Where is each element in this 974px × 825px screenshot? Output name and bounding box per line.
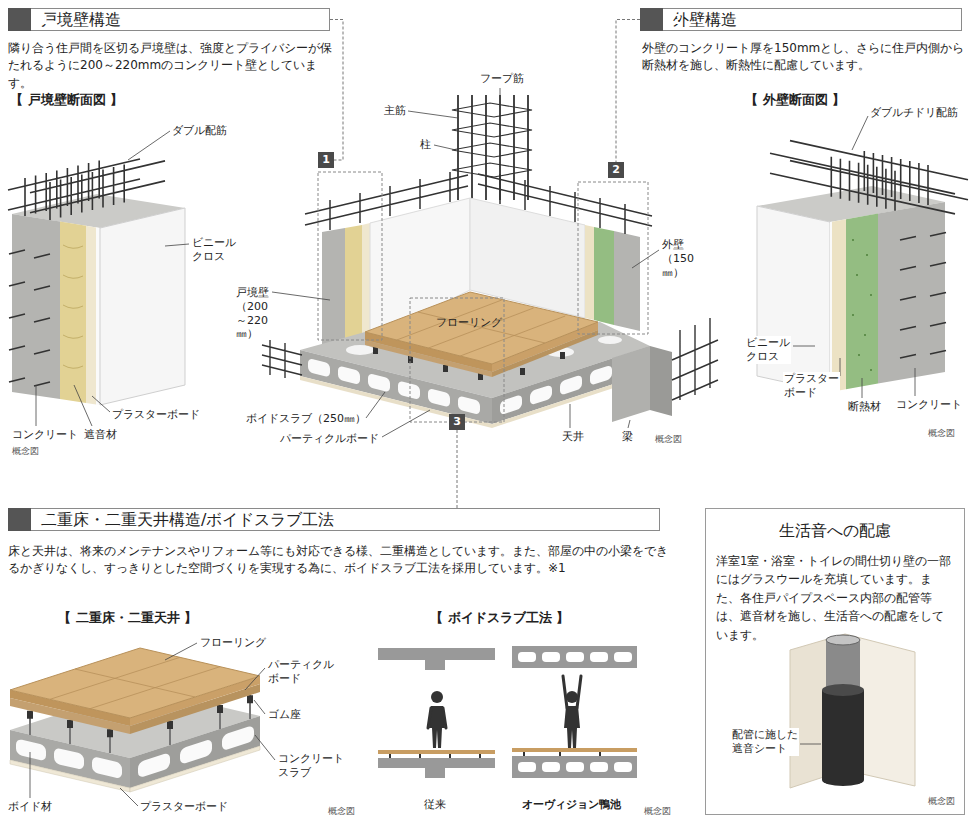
dashed-connector [457,430,458,508]
part-label: 断熱材 [848,400,881,414]
body-text: 床と天井は、将来のメンテナンスやリフォーム等にも対応できる様、二重構造としていま… [8,543,668,578]
section-number: 2 [640,8,663,31]
pipe-figure [790,634,915,788]
callout-number: 3 [449,414,465,430]
section-number-text: 2 [640,8,688,31]
part-label: プラスター ボード [783,372,840,400]
part-label: プラスターボード [112,408,200,422]
part-label: 天井 [562,430,584,444]
concept-note: 概念図 [928,796,955,807]
part-label: フローリング [436,316,502,330]
part-label: ゴム座 [268,708,301,722]
panel-body: 洋室1室・浴室・トイレの間仕切り壁の一部にはグラスウールを充填しています。また、… [716,552,954,644]
section-header: 戸境壁構造1 [8,8,330,31]
section-number-text: 3 [8,508,56,531]
dashed-connector [330,20,343,161]
section-header: 外壁構造2 [640,8,962,31]
part-label: 柱 [420,138,431,152]
callout-number: 2 [608,162,624,178]
body-text: 外壁のコンクリート厚を150mmとし、さらに住戸内側から断熱材を施し、断熱性に配… [642,40,968,75]
section-number-text: 1 [8,8,56,31]
part-label: ダブル配筋 [172,124,227,138]
figure-title: 【 ボイドスラブ工法 】 [430,610,569,626]
part-label: コンクリート スラブ [278,752,344,780]
part-label: ボイド材 [8,800,52,814]
concept-note: 概念図 [644,806,671,817]
callout-box: 3 [449,414,465,430]
party-wall-figure [8,131,189,426]
part-label: フープ筋 [480,72,524,86]
dimension-label: 外壁 （150㎜） [662,238,694,279]
part-label: オーヴィジョン鴨池 [522,798,621,812]
part-label: 遮音材 [84,428,117,442]
dimension-label: 戸境壁 （200～220㎜） [236,286,269,341]
concept-note: 概念図 [12,446,39,457]
figure-title: 【 外壁断面図 】 [745,92,845,108]
part-label: ビニール クロス [745,336,791,364]
part-label: フローリング [200,636,266,650]
concept-note: 概念図 [655,434,682,445]
part-label: ビニール クロス [192,236,236,264]
section-header: 二重床・二重天井構造/ボイドスラブ工法3 [8,508,660,531]
dimension-label: ボイドスラブ（250㎜） [246,412,366,426]
part-label: コンクリート [12,428,78,442]
figure-title: 【 二重床・二重天井 】 [58,610,197,626]
body-text: 隣り合う住戸間を区切る戸境壁は、強度とプライバシーが保たれるように200～220… [8,40,336,92]
part-label: パーティクル ボード [268,658,334,686]
dashed-connector [616,20,640,163]
structure-figure [262,88,718,437]
figure-title: 【 戸境壁断面図 】 [10,92,123,108]
part-label: パーティクルボード [280,432,379,446]
section-number: 1 [8,8,31,31]
part-label: プラスターボード [140,800,228,814]
part-label: コンクリート [896,398,962,412]
part-label: 主筋 [384,104,406,118]
panel-title: 生活音への配慮 [716,521,954,542]
part-label: 従来 [424,798,446,812]
concept-note: 概念図 [928,428,955,439]
callout-box: 1 [318,152,334,168]
part-label: ダブルチドリ配筋 [870,106,958,120]
section-number: 3 [8,508,31,531]
concept-note: 概念図 [328,806,355,817]
part-label: 梁 [622,430,633,444]
double-floor-figure [10,643,275,806]
void-slab-figure [378,646,637,778]
section-title: 二重床・二重天井構造/ボイドスラブ工法 [9,509,340,530]
part-label: 配管に施した 遮音シート [731,728,799,756]
callout-number: 1 [318,152,334,168]
callout-box: 2 [608,162,624,178]
info-panel: 生活音への配慮洋室1室・浴室・トイレの間仕切り壁の一部にはグラスウールを充填して… [705,508,965,815]
